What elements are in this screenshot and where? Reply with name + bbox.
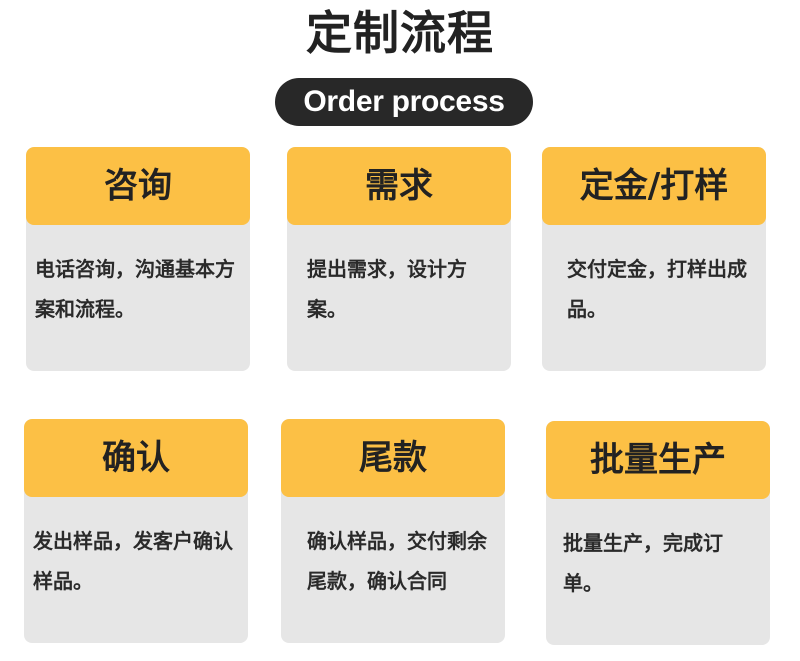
step-card-mass-production: 批量生产 批量生产，完成订单。 bbox=[546, 421, 770, 645]
step-card-description: 电话咨询，沟通基本方案和流程。 bbox=[35, 257, 235, 321]
step-card-deposit-sample: 定金/打样 交付定金，打样出成品。 bbox=[542, 147, 766, 371]
step-card-final-payment: 尾款 确认样品，交付剩余尾款，确认合同 bbox=[281, 419, 505, 643]
step-card-description: 批量生产，完成订单。 bbox=[563, 531, 723, 595]
step-card-title: 定金/打样 bbox=[542, 147, 766, 225]
step-card-consult: 咨询 电话咨询，沟通基本方案和流程。 bbox=[26, 147, 250, 371]
step-card-description: 提出需求，设计方案。 bbox=[307, 257, 467, 321]
step-card-description: 发出样品，发客户确认样品。 bbox=[33, 529, 233, 593]
step-card-title: 咨询 bbox=[26, 147, 250, 225]
step-card-title: 需求 bbox=[287, 147, 511, 225]
step-card-title: 尾款 bbox=[281, 419, 505, 497]
step-card-title: 批量生产 bbox=[546, 421, 770, 499]
step-card-title: 确认 bbox=[24, 419, 248, 497]
page-title: 定制流程 bbox=[306, 6, 494, 60]
subtitle-pill: Order process bbox=[275, 78, 533, 126]
step-card-description: 确认样品，交付剩余尾款，确认合同 bbox=[307, 529, 487, 593]
step-card-requirements: 需求 提出需求，设计方案。 bbox=[287, 147, 511, 371]
step-card-description: 交付定金，打样出成品。 bbox=[567, 257, 747, 321]
step-card-confirm: 确认 发出样品，发客户确认样品。 bbox=[24, 419, 248, 643]
